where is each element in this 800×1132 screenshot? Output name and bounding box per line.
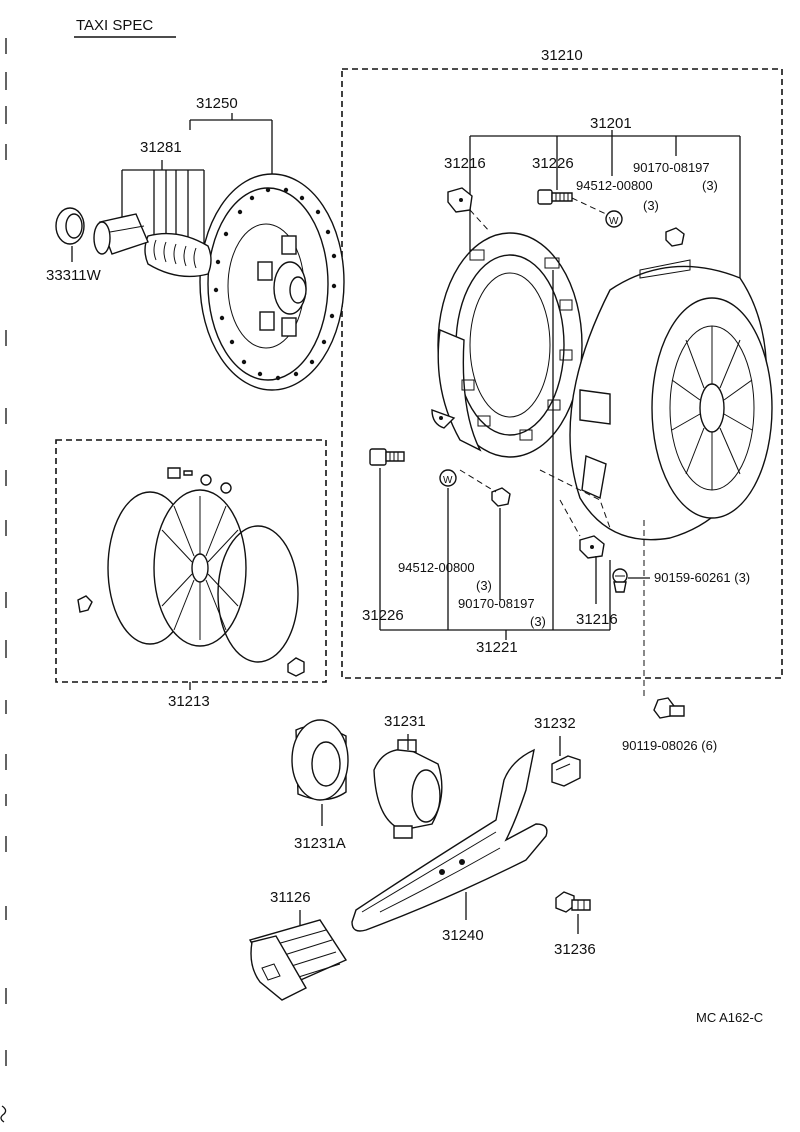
nut-bottom-part: [491, 487, 511, 507]
clutch-disc-part: [199, 173, 345, 391]
clip-31216-bottom-part: [579, 535, 605, 559]
nut-top-part: [665, 227, 685, 247]
label-31281: 31281: [140, 139, 182, 156]
label-90159: 90159-60261 (3): [654, 570, 750, 585]
boot-31126-part: [248, 919, 348, 1001]
screw-90159-part: [612, 568, 628, 593]
hub-sleeve-part: [93, 213, 149, 255]
label-nut-bottom-qty: (3): [530, 614, 546, 629]
label-31126: 31126: [270, 889, 311, 906]
label-31213: 31213: [168, 693, 210, 710]
label-31210: 31210: [541, 47, 583, 64]
assembly-31210-box: [341, 68, 783, 679]
label-washer-top: 94512-00800: [576, 178, 653, 193]
label-washer-top-qty: (3): [643, 198, 659, 213]
label-33311w: 33311W: [46, 267, 102, 284]
label-31201: 31201: [590, 115, 632, 132]
margin-marks: [0, 38, 7, 1123]
svg-text:W: W: [609, 216, 619, 227]
clip-31232-part: [551, 755, 581, 787]
washer-bottom-part: W: [439, 469, 457, 487]
label-31231a: 31231A: [294, 835, 346, 852]
bracket-31281: [121, 160, 205, 254]
label-31236: 31236: [554, 941, 596, 958]
label-31221: 31221: [476, 639, 518, 656]
pivot-31236-part: [555, 891, 591, 913]
label-31231: 31231: [384, 713, 426, 730]
label-washer-bottom: 94512-00800: [398, 560, 475, 575]
bracket-31250: [189, 113, 273, 175]
bolt-31226-top-part: [537, 189, 573, 205]
label-31240: 31240: [442, 927, 484, 944]
washer-top-part: W: [605, 210, 623, 228]
bearing-31231a-part: [291, 719, 349, 801]
footer-code: MC A162-C: [696, 1010, 763, 1025]
label-31216-top: 31216: [444, 155, 486, 172]
bolt-90119-part: [653, 697, 685, 719]
bracket-31221: [380, 270, 611, 640]
label-31216-bottom: 31216: [576, 611, 618, 628]
clip-31216-top-part: [447, 187, 473, 213]
label-31250: 31250: [196, 95, 238, 112]
label-90119: 90119-08026 (6): [622, 738, 717, 753]
label-31226-bottom: 31226: [362, 607, 404, 624]
label-31232: 31232: [534, 715, 576, 732]
svg-text:W: W: [443, 475, 453, 486]
clutch-cover-part: [569, 259, 773, 541]
label-nut-bottom: 90170-08197: [458, 596, 535, 611]
spring-set-31213-part: [77, 467, 305, 677]
label-nut-top-qty: (3): [702, 178, 718, 193]
release-fork-31240-part: [351, 748, 548, 932]
pressure-plate-part: [431, 232, 583, 458]
damper-spring-part: [144, 232, 212, 278]
label-washer-bottom-qty: (3): [476, 578, 492, 593]
label-nut-top: 90170-08197: [633, 160, 710, 175]
spring-set-31213-box: [55, 439, 327, 683]
bearing-33311w-part: [55, 207, 85, 245]
label-31226-top: 31226: [532, 155, 574, 172]
release-hub-31231-part: [373, 739, 443, 839]
bolt-31226-bottom-part: [369, 448, 405, 466]
header-title: TAXI SPEC: [76, 17, 153, 34]
